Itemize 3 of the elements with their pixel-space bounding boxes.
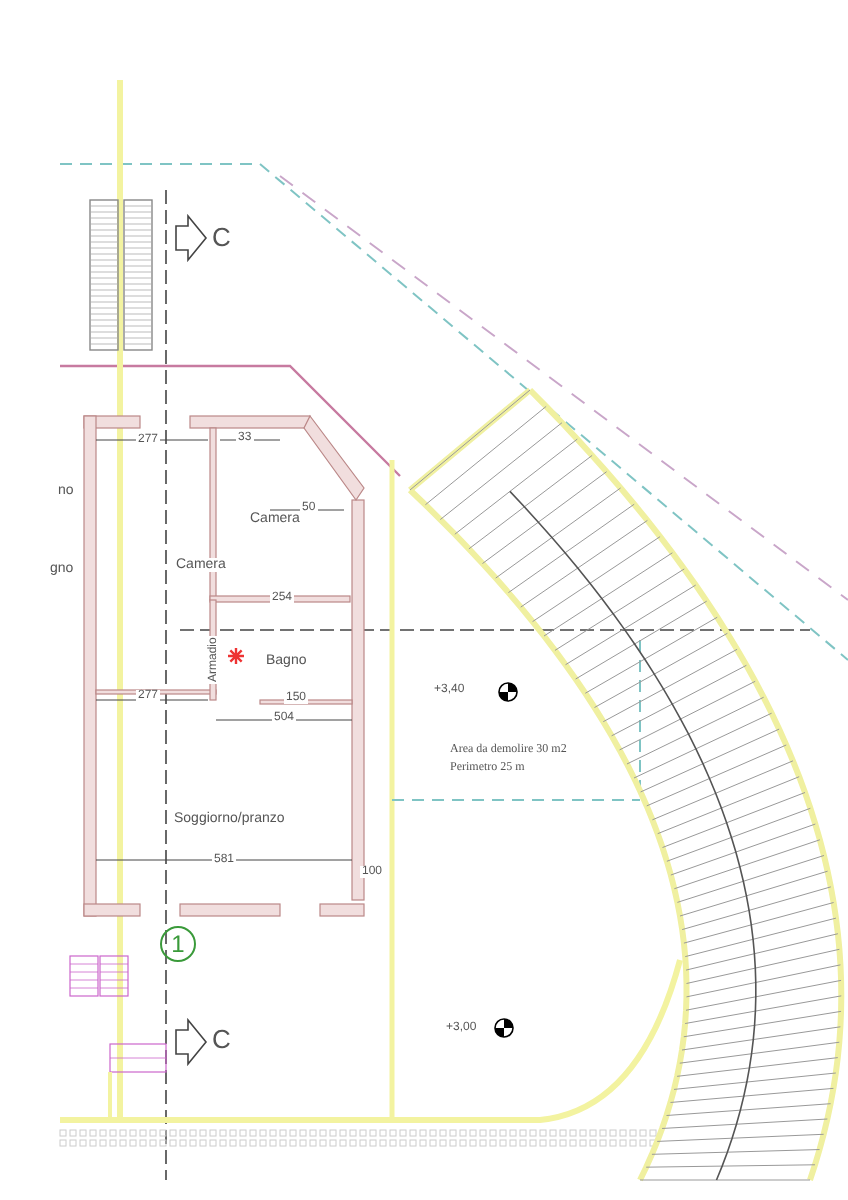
callout-circle: 1: [160, 926, 196, 962]
section-letter: C: [210, 224, 233, 250]
section-letter: C: [210, 1026, 233, 1052]
